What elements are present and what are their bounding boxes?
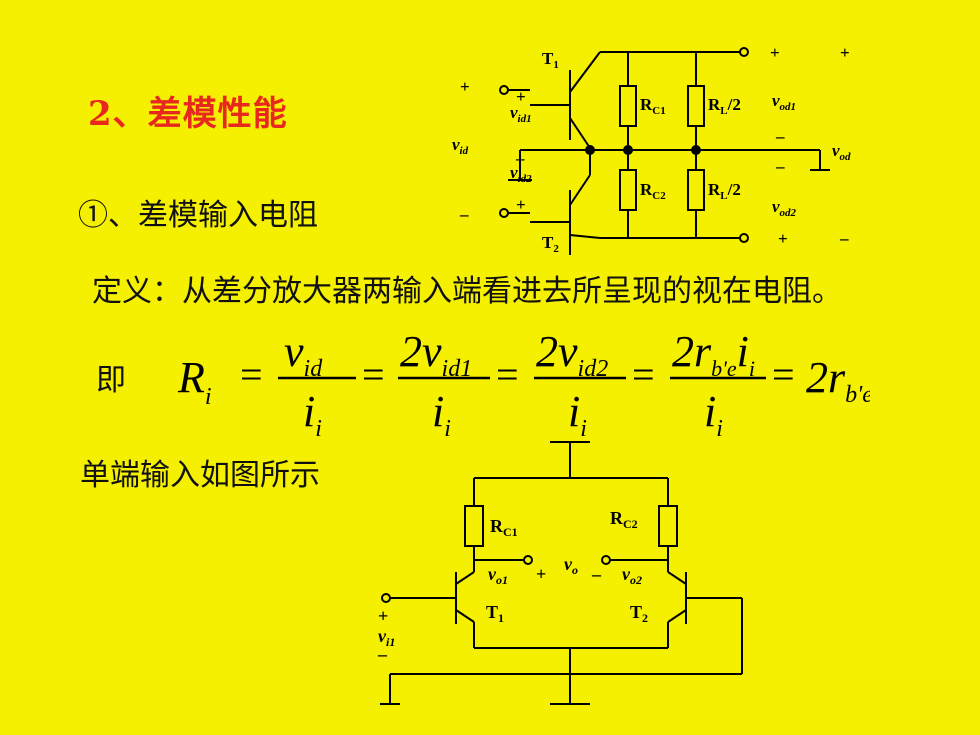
svg-text:=: =: [362, 352, 385, 397]
svg-text:vo2: vo2: [622, 564, 642, 587]
single-ended-input-circuit: RC1 RC2 T1 T2 vo1 vo vo2 vi1 + – + –: [377, 441, 743, 705]
resistance-formula: Ri = vid ii = 2vid1 ii = 2vid2 ii = 2rb'…: [177, 327, 870, 442]
svg-text:+: +: [778, 229, 788, 248]
svg-text:T2: T2: [542, 233, 559, 255]
svg-text:T2: T2: [630, 602, 648, 625]
svg-text:+: +: [770, 43, 780, 62]
svg-text:vid1: vid1: [510, 103, 532, 125]
svg-text:–: –: [515, 149, 525, 168]
svg-text:RC2: RC2: [640, 180, 666, 202]
subsection-heading: ①、差模输入电阻: [78, 198, 318, 233]
svg-text:ii: ii: [704, 387, 723, 442]
svg-text:+: +: [516, 87, 526, 106]
svg-text:vid: vid: [284, 327, 323, 382]
svg-text:–: –: [775, 127, 785, 146]
svg-text:RC2: RC2: [610, 508, 638, 531]
ji-label: 即: [96, 363, 126, 398]
definition-text: 定义：从差分放大器两输入端看进去所呈现的视在电阻。: [92, 274, 842, 309]
svg-text:ii: ii: [303, 387, 322, 442]
svg-text:ii: ii: [432, 387, 451, 442]
svg-text:–: –: [775, 157, 785, 176]
svg-text:2vid2: 2vid2: [536, 327, 608, 382]
svg-text:–: –: [591, 564, 602, 584]
svg-text:vid: vid: [452, 135, 469, 157]
svg-text:=: =: [632, 352, 655, 397]
svg-text:RC1: RC1: [490, 516, 518, 539]
svg-text:vod2: vod2: [772, 197, 797, 219]
single-end-caption: 单端输入如图所示: [80, 458, 320, 493]
section-heading: 2、差模性能: [88, 94, 288, 134]
svg-text:2rb'eii: 2rb'eii: [672, 327, 755, 381]
svg-text:vo1: vo1: [488, 564, 508, 587]
svg-text:ii: ii: [568, 387, 587, 442]
svg-text:T1: T1: [542, 49, 559, 71]
svg-text:RL/2: RL/2: [708, 95, 741, 117]
svg-text:RL/2: RL/2: [708, 180, 741, 202]
svg-text:+: +: [378, 606, 388, 626]
svg-text:vi1: vi1: [378, 626, 395, 649]
svg-text:2vid1: 2vid1: [400, 327, 472, 382]
svg-text:Ri: Ri: [177, 353, 212, 410]
svg-text:–: –: [377, 644, 388, 664]
svg-text:vid2: vid2: [510, 163, 532, 185]
differential-input-circuit: T1 T2 RC1 RC2 RL/2 RL/2 vid vid1 vid2 vo…: [452, 43, 851, 255]
svg-text:vod1: vod1: [772, 91, 796, 113]
svg-text:+: +: [840, 43, 850, 62]
svg-text:vod: vod: [832, 141, 851, 163]
svg-text:=: =: [772, 352, 795, 397]
svg-text:–: –: [839, 229, 849, 248]
svg-text:=: =: [496, 352, 519, 397]
svg-text:2rb'e: 2rb'e: [806, 353, 870, 408]
svg-text:–: –: [459, 205, 469, 224]
svg-text:T1: T1: [486, 602, 504, 625]
svg-text:+: +: [536, 564, 546, 584]
svg-text:+: +: [516, 195, 526, 214]
svg-text:vo: vo: [564, 554, 578, 577]
svg-text:+: +: [460, 77, 470, 96]
svg-text:=: =: [240, 352, 263, 397]
svg-text:RC1: RC1: [640, 95, 666, 117]
